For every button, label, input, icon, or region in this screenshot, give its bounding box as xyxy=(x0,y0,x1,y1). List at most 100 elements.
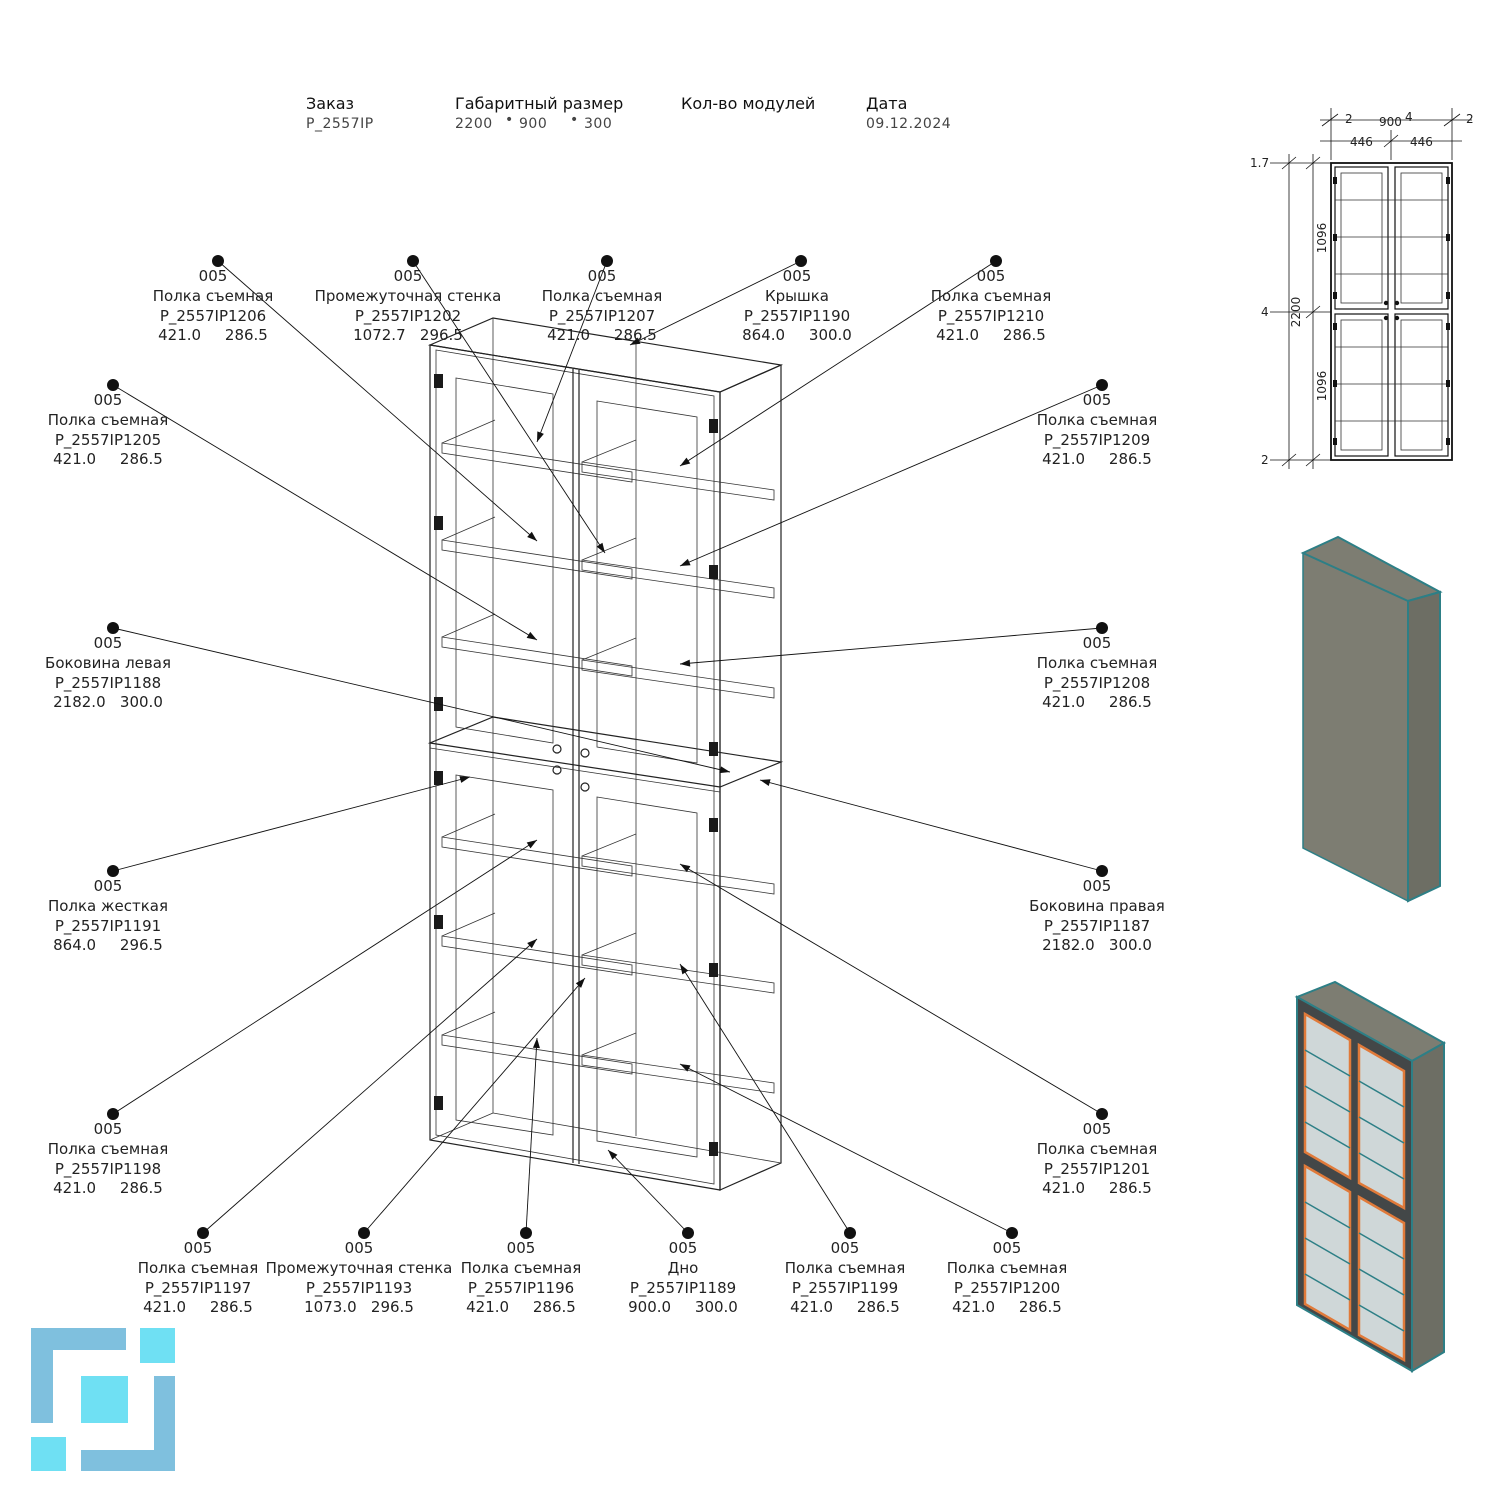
shelf-left-6 xyxy=(441,1034,633,1075)
front-glass-bl xyxy=(1340,319,1383,451)
leader-line xyxy=(525,1037,538,1234)
leader-line xyxy=(607,1149,689,1234)
leader-line xyxy=(112,627,731,773)
callout-dot xyxy=(1096,865,1108,877)
order-label: Заказ xyxy=(306,94,354,113)
render2-shelf xyxy=(1358,1080,1405,1108)
front-glass-tr xyxy=(1400,172,1443,304)
shelves-left xyxy=(441,419,633,1075)
shelf-right-1 xyxy=(581,461,775,501)
door-top-left-frame xyxy=(455,377,554,744)
leader-line xyxy=(112,776,471,872)
dim-top-width: 900 xyxy=(1379,115,1402,129)
callout-dims: 1073.0 296.5 xyxy=(304,1298,414,1316)
callout-name: Полка съемная xyxy=(931,287,1051,305)
callout-part: P_2557IP1188 xyxy=(55,674,161,693)
callout-dims: 2182.0 300.0 xyxy=(53,693,163,711)
callout-code: 005 xyxy=(94,1120,123,1138)
callout-code: 005 xyxy=(184,1239,213,1257)
door-bottom-right-frame xyxy=(596,796,698,1158)
callout-part: P_2557IP1189 xyxy=(630,1279,736,1298)
cabinet-front-outline xyxy=(429,344,721,1191)
dim-half-right: 446 xyxy=(1410,135,1433,149)
dim-half-left: 446 xyxy=(1350,135,1373,149)
callout-code: 005 xyxy=(993,1239,1022,1257)
callout-dot xyxy=(358,1227,370,1239)
cabinet-bottom-left-edge xyxy=(429,1112,494,1141)
callout-part: P_2557IP1200 xyxy=(954,1279,1060,1298)
hinge xyxy=(434,374,443,388)
callout-dims: 421.0 286.5 xyxy=(466,1298,576,1316)
callout-code: 005 xyxy=(783,267,812,285)
render2-shelf xyxy=(1304,1273,1351,1301)
leader-line xyxy=(679,1063,1013,1234)
shelf-left-4 xyxy=(441,836,633,877)
callout-dot xyxy=(407,255,419,267)
callout-name: Боковина правая xyxy=(1029,897,1165,915)
callout-dims: 2182.0 300.0 xyxy=(1042,936,1152,954)
callout-code: 005 xyxy=(94,877,123,895)
callout-code: 005 xyxy=(394,267,423,285)
modules-label: Кол-во модулей xyxy=(681,94,815,113)
render2-shelf xyxy=(1358,1116,1405,1144)
callout-part: P_2557IP1197 xyxy=(145,1279,251,1298)
callout-code: 005 xyxy=(345,1239,374,1257)
callout-code: 005 xyxy=(94,391,123,409)
callout-name: Промежуточная стенка xyxy=(315,287,502,305)
leader-line xyxy=(112,384,538,641)
shelf-left-5 xyxy=(441,935,633,976)
front-shelf-lines xyxy=(1335,199,1448,422)
shelf-right-3 xyxy=(581,659,775,699)
render2-shelf xyxy=(1304,1049,1351,1077)
leader-arrow xyxy=(680,864,691,873)
logo-block xyxy=(140,1328,175,1363)
leader-arrow xyxy=(760,779,771,786)
callout-dims: 421.0 286.5 xyxy=(53,450,163,468)
size-separator-1: • xyxy=(505,112,514,128)
front-door-br xyxy=(1394,313,1449,457)
render2-shelf xyxy=(1358,1232,1405,1260)
leader-line xyxy=(217,260,538,542)
callout-dot xyxy=(212,255,224,267)
callout-part: P_2557IP1201 xyxy=(1044,1160,1150,1179)
callout-part: P_2557IP1190 xyxy=(744,307,850,326)
callout-dot xyxy=(601,255,613,267)
header: Заказ P_2557IP Габаритный размер 2200 • … xyxy=(306,94,951,132)
leader-arrow xyxy=(575,978,585,988)
callout-dot xyxy=(107,622,119,634)
callout-part: P_2557IP1198 xyxy=(55,1160,161,1179)
callout-part: P_2557IP1196 xyxy=(468,1279,574,1298)
callout-name: Боковина левая xyxy=(45,654,171,672)
leader-line xyxy=(202,938,538,1234)
callout-dot xyxy=(990,255,1002,267)
callout-name: Полка жесткая xyxy=(48,897,168,915)
shelf-left-1-side xyxy=(441,419,496,444)
render2-glass-tr xyxy=(1357,1042,1406,1211)
callout-name: Полка съемная xyxy=(1037,654,1157,672)
render2-shelf xyxy=(1304,1237,1351,1265)
render2-shelf xyxy=(1304,1085,1351,1113)
callout-dot xyxy=(682,1227,694,1239)
leader-line xyxy=(759,779,1103,872)
render2-shelf xyxy=(1358,1304,1405,1332)
callout-dot xyxy=(107,379,119,391)
cabinet-wireframe xyxy=(427,317,784,1191)
hinge xyxy=(709,963,718,977)
callout-part: P_2557IP1199 xyxy=(792,1279,898,1298)
date-value: 09.12.2024 xyxy=(866,116,951,132)
hinge xyxy=(709,742,718,756)
shelf-left-6-side xyxy=(441,1011,496,1036)
leader-arrow xyxy=(608,1150,618,1160)
leader-arrow xyxy=(526,631,537,640)
leader-arrow xyxy=(680,964,689,975)
leader-arrow xyxy=(526,840,537,849)
